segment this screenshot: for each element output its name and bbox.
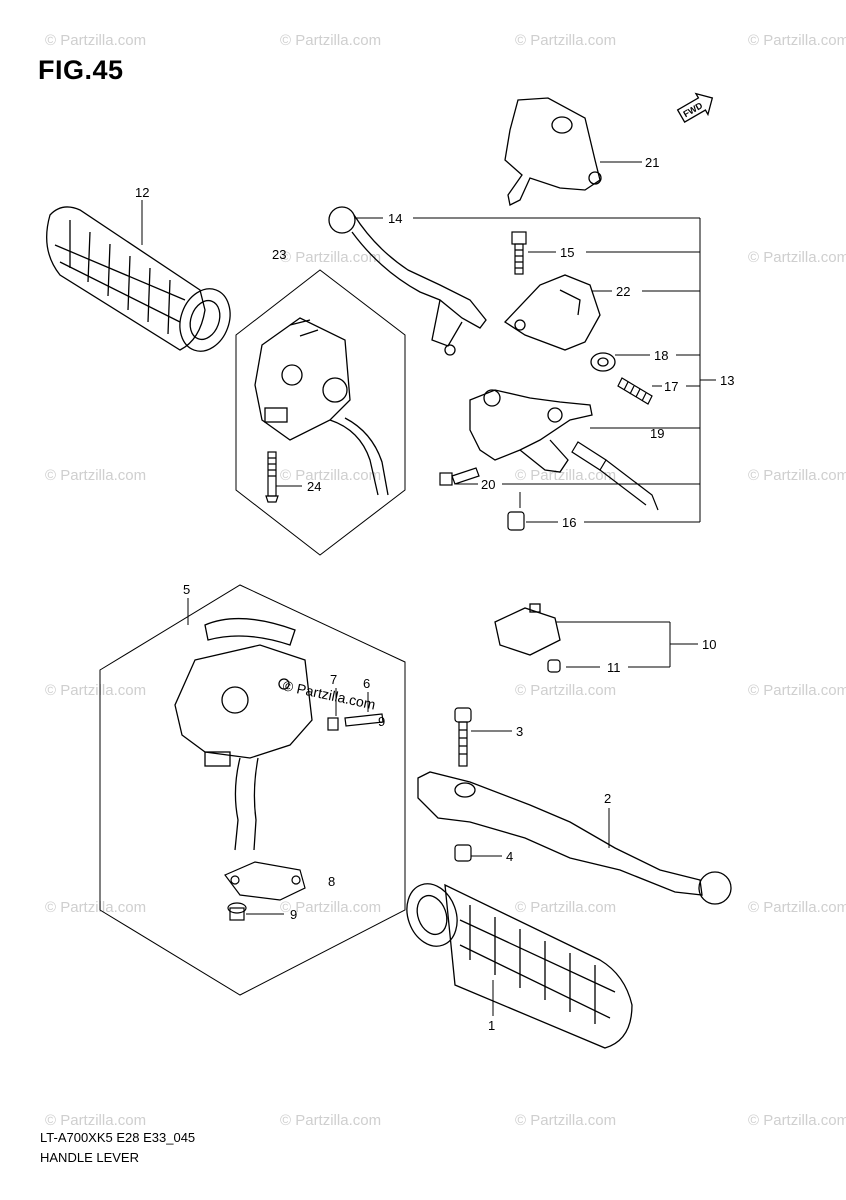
grip-left-part: [46, 206, 231, 352]
watermark: © Partzilla.com: [748, 32, 846, 49]
watermark: © Partzilla.com: [45, 682, 146, 699]
switch-10-part: [494, 603, 561, 656]
watermark: © Partzilla.com: [515, 32, 616, 49]
watermark: © Partzilla.com: [280, 249, 381, 266]
callout-9b: 9: [290, 907, 297, 922]
callout-20: 20: [481, 477, 495, 492]
watermark-layer: © Partzilla.com © Partzilla.com © Partzi…: [45, 32, 846, 1129]
screw-17-part: [617, 377, 653, 405]
screw-6-part: [344, 713, 384, 727]
callout-3: 3: [516, 724, 523, 739]
bolt-15-part: [511, 231, 527, 275]
watermark: © Partzilla.com: [515, 1112, 616, 1129]
callout-6: 6: [363, 676, 370, 691]
callout-14: 14: [388, 211, 402, 226]
callout-16: 16: [562, 515, 576, 530]
callout-18: 18: [654, 348, 668, 363]
callout-11: 11: [607, 660, 621, 675]
callout-13: 13: [720, 373, 734, 388]
bolt-3-part: [454, 707, 472, 767]
footer-code: LT-A700XK5 E28 E33_045: [40, 1130, 196, 1145]
switch-19-part: [571, 441, 659, 511]
watermark: © Partzilla.com: [280, 899, 381, 916]
right-switch-5-part: [174, 617, 313, 851]
watermark: © Partzilla.com: [45, 1112, 146, 1129]
watermark: © Partzilla.com: [280, 32, 381, 49]
nut-7-part: [327, 717, 339, 731]
watermark: © Partzilla.com: [515, 682, 616, 699]
callout-24: 24: [307, 479, 321, 494]
callout-5: 5: [183, 582, 190, 597]
screw-11-part: [547, 659, 561, 673]
callout-1: 1: [488, 1018, 495, 1033]
figure-title: FIG.45: [38, 55, 124, 85]
washer-18-part: [590, 352, 616, 372]
watermark: © Partzilla.com: [45, 467, 146, 484]
callout-23: 23: [272, 247, 286, 262]
bolt-20-part: [439, 467, 480, 486]
callout-12: 12: [135, 185, 149, 200]
callout-4: 4: [506, 849, 513, 864]
bracket-22-part: [503, 274, 601, 351]
nut-4-part: [454, 844, 472, 862]
callout-19: 19: [650, 426, 664, 441]
plate-8-part: [224, 861, 306, 901]
callout-22: 22: [616, 284, 630, 299]
watermark: © Partzilla.com: [45, 899, 146, 916]
callout-7: 7: [330, 672, 337, 687]
callout-21: 21: [645, 155, 659, 170]
callout-9a: 9: [378, 714, 385, 729]
watermark: © Partzilla.com: [748, 682, 846, 699]
watermark: © Partzilla.com: [515, 899, 616, 916]
watermark: © Partzilla.com: [45, 32, 146, 49]
watermark: © Partzilla.com: [748, 899, 846, 916]
nut-16-part: [507, 511, 525, 531]
grip-right-part: [406, 883, 633, 1049]
lever-2-part: [417, 771, 732, 905]
left-switch-part: [254, 317, 389, 496]
watermark: © Partzilla.com: [280, 467, 381, 484]
switch-assembly-frame: [235, 269, 406, 556]
footer-name: HANDLE LEVER: [40, 1150, 139, 1165]
callout-2: 2: [604, 791, 611, 806]
screw-9-part: [227, 902, 247, 921]
watermark: © Partzilla.com: [280, 1112, 381, 1129]
watermark: © Partzilla.com: [748, 249, 846, 266]
watermark: © Partzilla.com: [515, 467, 616, 484]
master-cylinder-part: [469, 389, 593, 473]
watermark: © Partzilla.com: [748, 467, 846, 484]
cover-21-part: [504, 97, 602, 206]
switch-assembly-5-frame: [99, 584, 406, 996]
watermark: © Partzilla.com: [748, 1112, 846, 1129]
callout-17: 17: [664, 379, 678, 394]
callout-10: 10: [702, 637, 716, 652]
callout-15: 15: [560, 245, 574, 260]
lever-14-part: [328, 206, 487, 356]
fwd-arrow-icon: FWD: [676, 92, 714, 123]
callout-8: 8: [328, 874, 335, 889]
callout-labels: 12 21 14 23 15 22 18 17 13 19 20 16 24 5…: [135, 155, 734, 1033]
leader-lines: [141, 161, 716, 1016]
screw-24-part: [265, 451, 279, 503]
